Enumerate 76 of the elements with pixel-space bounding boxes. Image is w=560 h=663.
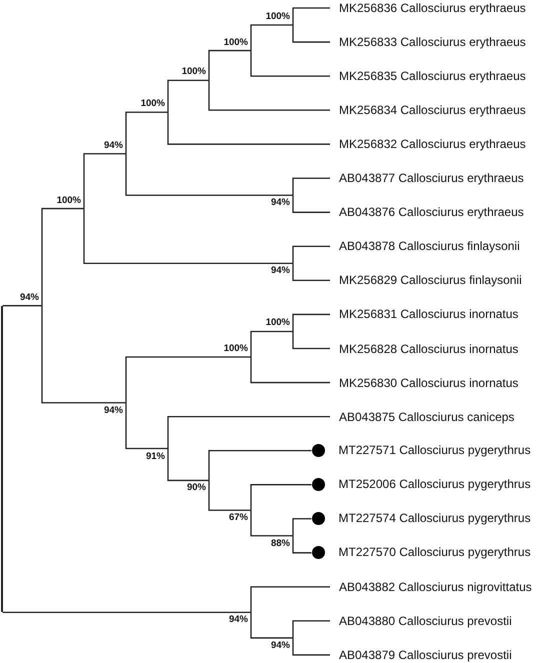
bootstrap-value: 100%	[266, 11, 290, 24]
taxon-label: MT227571 Callosciurus pygerythrus	[338, 442, 531, 458]
tree-branch	[2, 305, 42, 306]
tree-branch	[292, 263, 330, 282]
tree-branch	[250, 612, 293, 639]
tree-branch	[167, 416, 330, 449]
bootstrap-value: 100%	[266, 317, 290, 330]
taxon-label: MK256828 Callosciurus inornatus	[330, 340, 518, 356]
tree-branch	[292, 195, 330, 213]
tree-branch	[167, 448, 209, 482]
taxon-label: MT227574 Callosciurus pygerythrus	[338, 510, 531, 526]
tree-branch	[292, 518, 312, 536]
bootstrap-value: 94%	[270, 640, 290, 652]
tree-branch	[292, 7, 330, 26]
taxon-label: MK256832 Callosciurus erythraeus	[330, 136, 526, 152]
tree-branch	[41, 306, 126, 404]
tree-branch	[250, 357, 330, 384]
tree-branch	[250, 24, 293, 51]
bootstrap-value: 94%	[104, 404, 123, 417]
tree-branch	[292, 638, 330, 656]
taxon-label: MK256833 Callosciurus erythraeus	[330, 34, 526, 50]
tree-branch	[208, 50, 251, 80]
bootstrap-value: 94%	[20, 292, 39, 304]
bootstrap-value: 100%	[140, 98, 165, 110]
bootstrap-value: 91%	[146, 450, 165, 463]
tree-branch	[125, 402, 168, 450]
bootstrap-value: 100%	[224, 343, 248, 355]
taxon-label: MK256831 Callosciurus inornatus	[330, 306, 518, 322]
bootstrap-value: 94%	[270, 265, 290, 278]
bootstrap-value: 100%	[224, 36, 248, 49]
bootstrap-value: 94%	[104, 140, 123, 152]
taxon-label: MT252006 Callosciurus pygerythrus	[338, 476, 531, 492]
tree-branch	[167, 80, 209, 112]
bootstrap-value: 100%	[182, 66, 206, 78]
tree-branch	[250, 484, 312, 510]
taxon-label: AB043876 Callosciurus erythraeus	[330, 204, 524, 220]
taxon-label: MT227570 Callosciurus pygerythrus	[338, 544, 531, 560]
bootstrap-value: 94%	[270, 197, 290, 210]
tree-branch	[83, 208, 293, 264]
tree-branch	[167, 112, 330, 145]
tree-branch	[292, 314, 330, 332]
tree-branch	[41, 208, 84, 306]
tree-branch	[292, 178, 330, 196]
taxon-label: AB043879 Callosciurus prevostii	[330, 646, 512, 663]
taxon-label: AB043877 Callosciurus erythraeus	[330, 170, 524, 186]
tree-branch	[208, 450, 312, 480]
bootstrap-value: 94%	[228, 614, 248, 626]
tree-branch	[125, 154, 293, 196]
tree-branch	[292, 331, 330, 350]
tree-branch	[125, 112, 168, 154]
taxon-label: AB043882 Callosciurus nigrovittatus	[330, 578, 532, 595]
tree-branch	[125, 356, 251, 403]
tree-branch	[292, 620, 330, 638]
tree-branch	[250, 50, 330, 77]
tree-branch	[250, 330, 293, 358]
tree-branch	[250, 586, 330, 612]
taxon-label: MK256836 Callosciurus erythraeus	[330, 0, 526, 16]
tree-branch	[2, 612, 251, 614]
tree-branch	[292, 246, 330, 264]
bootstrap-value: 90%	[186, 482, 206, 494]
taxon-label: MK256830 Callosciurus inornatus	[330, 374, 518, 391]
tree-branch	[208, 80, 330, 111]
tree-branch	[83, 153, 126, 209]
bootstrap-value: 67%	[228, 512, 248, 524]
tree-branch	[208, 480, 251, 511]
taxon-label: AB043875 Callosciurus caniceps	[330, 408, 514, 425]
tree-branch	[250, 510, 293, 536]
tree-branch	[292, 25, 330, 43]
bootstrap-value: 100%	[56, 194, 81, 207]
taxon-label: AB043878 Callosciurus finlaysonii	[330, 238, 520, 254]
tree-branch	[292, 536, 312, 554]
taxon-label: MK256834 Callosciurus erythraeus	[330, 102, 526, 118]
bootstrap-value: 88%	[270, 538, 290, 550]
taxon-label: AB043880 Callosciurus prevostii	[330, 612, 512, 629]
taxon-label: MK256829 Callosciurus finlaysonii	[330, 272, 522, 288]
taxon-label: MK256835 Callosciurus erythraeus	[330, 68, 526, 84]
